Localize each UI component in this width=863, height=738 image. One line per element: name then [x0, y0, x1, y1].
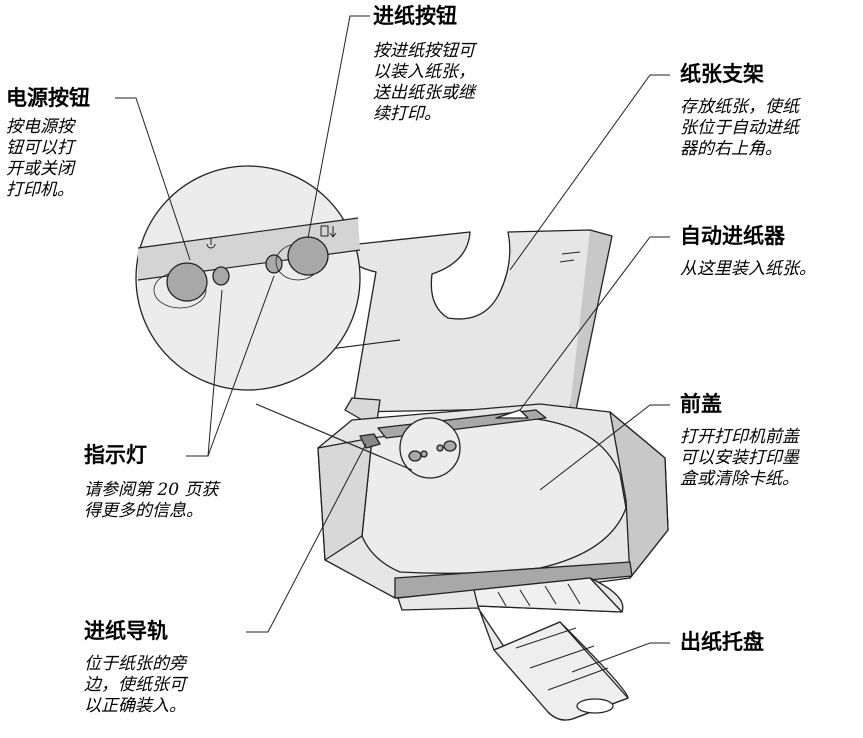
paper-feed-icon [320, 225, 337, 238]
callout-feed-button: 进纸按钮 按进纸按钮可 以装入纸张， 送出纸张或继 续打印。 [373, 4, 475, 125]
callout-output-tray: 出纸托盘 [680, 630, 764, 655]
callout-auto-feeder: 自动进纸器 从这里装入纸张。 [680, 224, 816, 280]
callout-paper-guide: 进纸导轨 位于纸张的旁 边，使纸张可 以正确装入。 [84, 619, 186, 717]
indicator-light-left [212, 266, 230, 286]
callout-paper-support: 纸张支架 存放纸张，使纸 张位于自动进纸 器的右上角。 [680, 62, 799, 160]
power-button[interactable] [166, 262, 208, 302]
callout-title: 进纸导轨 [84, 619, 168, 643]
callout-power-button: 电源按钮 按电源按 钮可以打 开或关闭 打印机。 [6, 86, 90, 201]
callout-title: 出纸托盘 [680, 630, 764, 654]
indicator-light-right [265, 254, 283, 274]
callout-title: 纸张支架 [680, 62, 764, 86]
callout-leaders [115, 15, 670, 673]
callout-description: 按电源按 钮可以打 开或关闭 打印机。 [6, 117, 74, 201]
callout-description: 打开打印机前盖 可以安装打印墨 盒或清除卡纸。 [680, 427, 799, 490]
callout-indicator: 指示灯 请参阅第 20 页获 得更多的信息。 [84, 443, 218, 522]
callout-description: 按进纸按钮可 以装入纸张， 送出纸张或继 续打印。 [373, 41, 475, 125]
feed-button[interactable] [287, 236, 329, 276]
callout-title: 前盖 [680, 392, 722, 416]
callout-title: 进纸按钮 [373, 4, 457, 28]
paper-support [339, 229, 610, 413]
control-panel-detail [399, 417, 461, 479]
callout-description: 存放纸张，使纸 张位于自动进纸 器的右上角。 [680, 97, 799, 160]
paper-guide [359, 433, 381, 449]
callout-description: 位于纸张的旁 边，使纸张可 以正确装入。 [84, 654, 186, 717]
callout-title: 自动进纸器 [680, 224, 785, 248]
callout-title: 指示灯 [84, 443, 147, 467]
magnified-control-panel [135, 165, 361, 391]
callout-front-cover: 前盖 打开打印机前盖 可以安装打印墨 盒或清除卡纸。 [680, 392, 799, 490]
callout-description: 请参阅第 20 页获 得更多的信息。 [84, 480, 219, 522]
power-symbol-icon [206, 238, 216, 249]
callout-description: 从这里装入纸张。 [680, 259, 816, 280]
callout-title: 电源按钮 [6, 86, 90, 110]
